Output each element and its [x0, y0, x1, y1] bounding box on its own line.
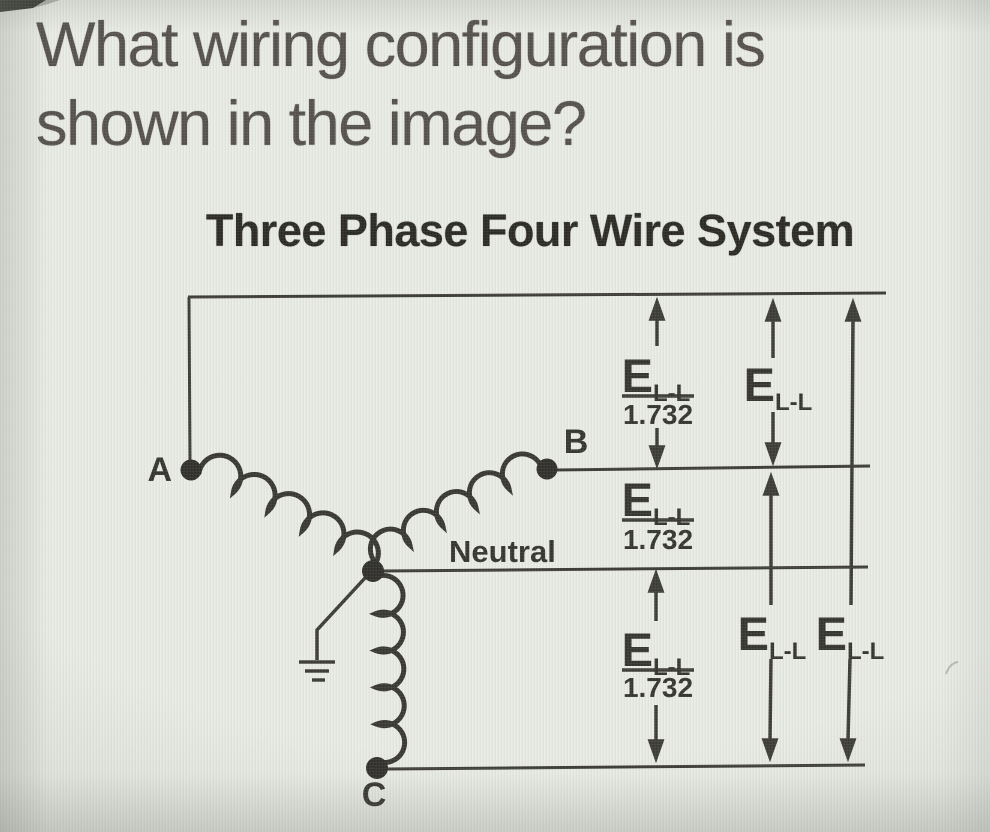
- voltage-symbol: E: [622, 349, 653, 402]
- voltage-label-bc-linetoline: EL-L: [738, 607, 807, 665]
- voltage-symbol: E: [816, 607, 847, 660]
- arrowhead-up: [764, 297, 782, 322]
- voltage-divisor: 1.732: [623, 672, 693, 703]
- voltage-label-nc-fraction: EL-L 1.732: [622, 623, 693, 703]
- phase-b-line: [555, 464, 871, 472]
- photo-scratch-mark: [945, 661, 959, 675]
- question-line-1: What wiring configuration is: [36, 10, 766, 80]
- diagram-title: Three Phase Four Wire System: [205, 205, 855, 256]
- voltage-label-ab-linetoline: EL-L: [744, 358, 813, 416]
- phase-b-label: B: [564, 423, 589, 461]
- voltage-symbol: E: [622, 623, 653, 676]
- photo-corner-shadow: [0, 0, 60, 12]
- voltage-subscript: L-L: [847, 638, 884, 665]
- svg-text:EL-L: EL-L: [738, 607, 807, 665]
- phase-a-line: [187, 291, 887, 299]
- arrowhead-up: [762, 471, 780, 496]
- voltage-arrows: [622, 296, 862, 764]
- voltage-subscript: L-L: [653, 380, 690, 407]
- voltage-symbol: E: [738, 607, 769, 660]
- winding-c-coil: [368, 572, 408, 765]
- svg-text:EL-L: EL-L: [816, 607, 885, 665]
- phase-a-drop-line: [187, 296, 192, 462]
- arrowhead-up: [648, 296, 666, 321]
- phase-a-label: A: [147, 451, 172, 489]
- voltage-subscript: L-L: [653, 654, 690, 681]
- question-line-2: shown in the image?: [36, 89, 587, 159]
- neutral-label: Neutral: [449, 534, 556, 569]
- ground-symbol: [299, 576, 367, 682]
- voltage-divisor: 1.732: [623, 524, 693, 555]
- winding-b-coil: [367, 451, 545, 567]
- svg-text:EL-L: EL-L: [622, 349, 691, 407]
- voltage-label-bn-fraction: EL-L 1.732: [622, 473, 693, 555]
- voltage-symbol: E: [744, 358, 775, 411]
- arrowhead-down: [648, 445, 666, 470]
- corner-wedge-shape: [0, 0, 46, 12]
- arrow-ab-linetoline: [764, 297, 782, 467]
- terminal-a-dot: [180, 459, 202, 481]
- corner-wedge-fade: [33, 0, 60, 8]
- arrowhead-up: [647, 568, 665, 593]
- arrow-ab-fraction: [648, 296, 666, 470]
- voltage-subscript: L-L: [769, 638, 806, 665]
- arrow-nc-fraction: [647, 568, 665, 764]
- svg-text:EL-L: EL-L: [744, 358, 813, 416]
- arrowhead-down: [647, 739, 665, 764]
- voltage-symbol: E: [622, 473, 653, 526]
- wye-windings: [196, 451, 545, 765]
- voltage-label-ac-linetoline: EL-L: [816, 607, 885, 665]
- phase-c-line: [386, 763, 866, 771]
- voltage-divisor: 1.732: [623, 399, 693, 430]
- question-text: What wiring configuration is shown in th…: [36, 6, 896, 164]
- terminal-dots: [180, 458, 558, 779]
- terminal-b-dot: [536, 458, 558, 480]
- ground-lead-line: [315, 576, 367, 660]
- voltage-subscript: L-L: [775, 389, 812, 416]
- winding-a-coil: [196, 452, 381, 572]
- svg-text:EL-L: EL-L: [622, 473, 691, 531]
- arrowhead-down: [761, 738, 779, 763]
- voltage-subscript: L-L: [653, 504, 690, 531]
- conductor-lines: [187, 291, 887, 771]
- arrowhead-up: [844, 297, 862, 322]
- arrowhead-down: [764, 442, 782, 467]
- arrowhead-down: [839, 738, 857, 763]
- phase-c-label: C: [362, 776, 387, 814]
- terminal-c-dot: [366, 757, 388, 779]
- neutral-line: [381, 565, 869, 573]
- arrow-bc-linetoline: [761, 471, 780, 763]
- svg-text:EL-L: EL-L: [622, 623, 691, 681]
- voltage-label-ab-fraction: EL-L 1.732: [622, 349, 693, 430]
- arrow-ac-linetoline: [839, 297, 862, 763]
- neutral-point-dot: [362, 560, 384, 582]
